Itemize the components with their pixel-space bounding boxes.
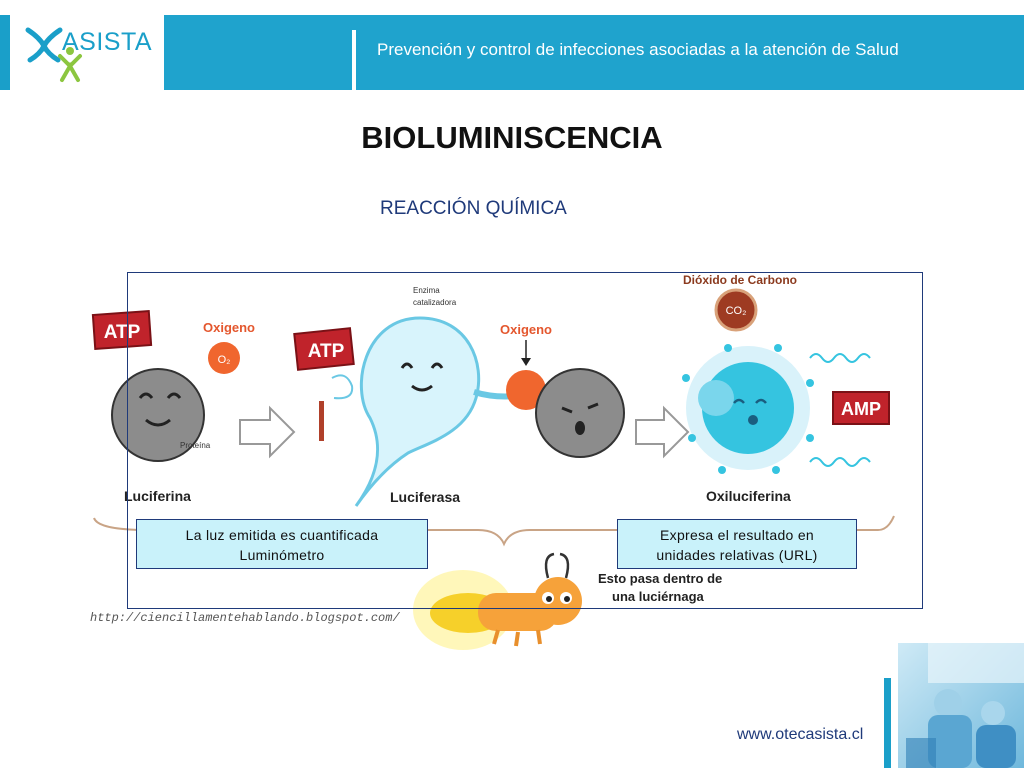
website-link[interactable]: www.otecasista.cl [737, 726, 864, 743]
logo-wordmark: ASISTA [62, 28, 153, 56]
amp-label: AMP [841, 399, 881, 419]
bioluminescence-diagram: ATP Oxigeno O₂ Proteína Luciferina ATP E… [91, 273, 895, 650]
oxiluciferina-label: Oxiluciferina [706, 488, 791, 504]
diagram-frame [127, 272, 923, 609]
luciernaga-line2: una luciérnaga [612, 589, 705, 604]
dioxido-label: Dióxido de Carbono [683, 273, 797, 287]
luciferasa-label: Luciferasa [390, 489, 460, 505]
o2-label: O₂ [218, 354, 231, 366]
brace-icon [93, 515, 895, 547]
page-subtitle: REACCIÓN QUÍMICA [380, 198, 567, 219]
luciferina-label: Luciferina [124, 488, 191, 504]
header-divider [352, 30, 356, 90]
footer-accent-bar [884, 678, 891, 768]
luciferina-bound-icon [535, 368, 625, 458]
header-title: Prevención y control de infecciones asoc… [377, 40, 899, 59]
co2-label: CO₂ [726, 305, 747, 317]
atp-sign-icon [91, 310, 153, 350]
light-wave-icon [809, 457, 871, 467]
atp-sign-held-icon [293, 327, 355, 441]
luminometer-note: La luz emitida es cuantificada Luminómet… [136, 519, 428, 569]
luciferina-molecule-icon [111, 368, 205, 462]
enzima-line1: Enzima [413, 286, 440, 295]
oxygen-ball-icon [506, 370, 546, 410]
luz-line2: Luminómetro [239, 546, 325, 563]
reaction-arrow-icon [239, 405, 296, 459]
amp-sign-icon [832, 391, 890, 425]
atp-label: ATP [104, 322, 141, 343]
co2-molecule-icon [714, 288, 758, 332]
luz-line1: La luz emitida es cuantificada [185, 527, 379, 543]
medical-staff-photo [898, 643, 1024, 768]
firefly-icon [413, 552, 582, 650]
oxigeno-label: Oxigeno [203, 320, 255, 335]
proteina-label: Proteína [180, 441, 211, 450]
oxigeno2-label: Oxigeno [500, 322, 552, 337]
oxygen-molecule-icon [208, 342, 240, 374]
luciferasa-enzyme-icon [331, 316, 517, 507]
asista-logo-icon [25, 27, 82, 82]
enzima-line2: catalizadora [413, 298, 457, 307]
page-title: BIOLUMINISCENCIA [361, 120, 663, 155]
result-units-note: Expresa el resultado en unidades relativ… [617, 519, 857, 569]
expresa-line1: Expresa el resultado en [660, 527, 814, 543]
header-banner [164, 15, 1024, 90]
light-wave-icon [809, 353, 871, 363]
atp2-label: ATP [308, 341, 345, 362]
source-url: http://ciencillamentehablando.blogspot.c… [90, 611, 400, 625]
expresa-line2: unidades relativas (URL) [656, 546, 818, 563]
oxiluciferina-glow-icon [682, 344, 814, 474]
luciernaga-line1: Esto pasa dentro de [598, 571, 722, 586]
reaction-arrow-icon [635, 405, 690, 459]
header-accent-bar [0, 15, 10, 90]
